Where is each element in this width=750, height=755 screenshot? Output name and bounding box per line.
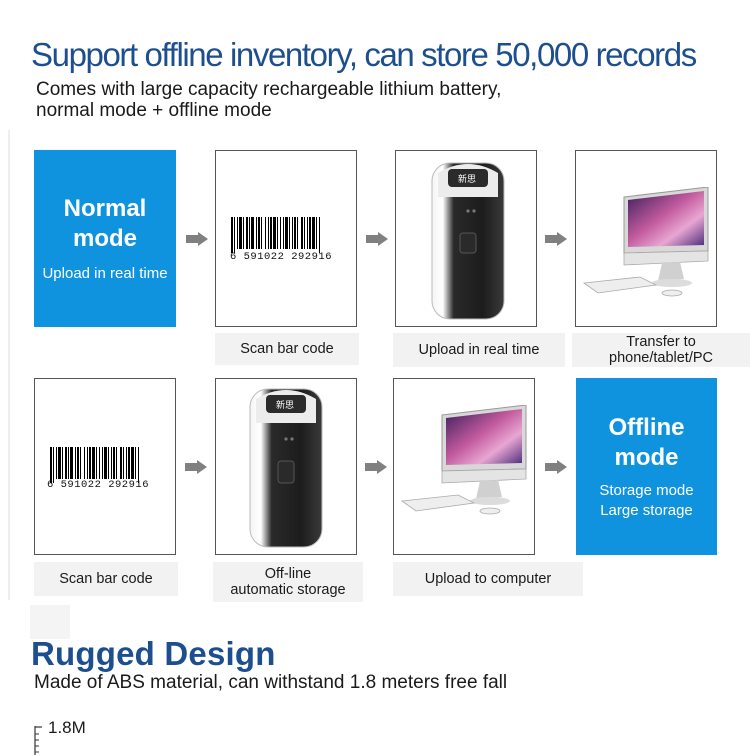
right-arrow-icon [365,460,387,474]
barcode-icon [50,447,140,483]
caption-transfer: Transfer to phone/tablet/PC [572,333,750,367]
caption-scan-bar-code: Scan bar code [34,562,178,596]
right-arrow-icon [545,460,567,474]
rugged-title: Rugged Design [31,635,276,672]
caption-upload-real-time: Upload in real time [393,333,565,367]
normal-mode-title-1: Normal [63,194,147,222]
height-label: 1.8M [48,718,86,737]
desktop-computer-icon [400,405,527,515]
right-arrow-icon [366,232,388,246]
scanner-device-icon: 新思 [249,388,323,548]
offline-mode-title-2: mode [614,443,679,471]
offline-mode-title-1: Offline [608,413,685,441]
normal-mode-box: Normal mode Upload in real time [34,150,176,327]
scanner-box: 新思 [395,150,537,327]
svg-text:新思: 新思 [458,173,476,185]
caption-offline-storage: Off-line automatic storage [213,562,363,602]
desktop-computer-icon [582,187,709,297]
subtitle-line-1: Comes with large capacity rechargeable l… [36,79,502,100]
ruler-icon [34,726,42,755]
barcode-number: 6 591022 292916 [230,251,333,263]
decorative-block [30,605,70,639]
barcode-number: 6 591022 292916 [47,479,150,491]
offline-mode-desc-1: Storage mode [599,481,694,499]
right-arrow-icon [185,460,207,474]
scanner-box: 新思 [215,378,357,555]
scanner-device-icon: 新思 [431,162,505,320]
offline-mode-desc-2: Large storage [600,501,693,519]
computer-box [575,150,717,327]
computer-box [393,378,535,555]
rugged-description: Made of ABS material, can withstand 1.8 … [34,672,508,693]
normal-mode-title-2: mode [72,224,137,252]
barcode-box: 6 591022 292916 [34,378,176,555]
left-rail [8,130,10,600]
page-title: Support offline inventory, can store 50,… [31,36,697,73]
barcode-icon [231,217,321,253]
svg-text:新思: 新思 [276,399,294,411]
normal-mode-desc: Upload in real time [42,264,168,282]
right-arrow-icon [545,232,567,246]
barcode-box: 6 591022 292916 [215,150,357,327]
right-arrow-icon [186,232,208,246]
offline-mode-box: Offline mode Storage mode Large storage [576,378,717,555]
caption-scan-bar-code: Scan bar code [215,333,359,365]
subtitle-line-2: normal mode + offline mode [36,100,272,121]
caption-upload-computer: Upload to computer [393,562,583,596]
